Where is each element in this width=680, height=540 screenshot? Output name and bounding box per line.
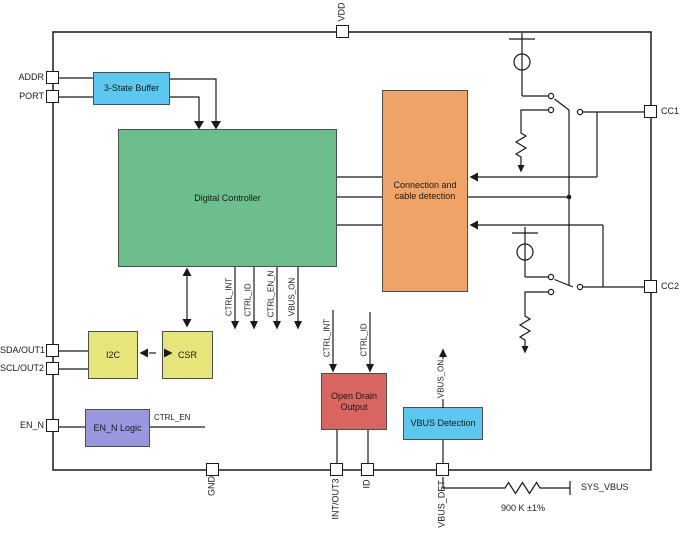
cc1-sense-wire [478, 112, 598, 178]
signal-label-vbus-on-det: VBUS_ON [436, 358, 446, 400]
pin-int-out3 [330, 463, 343, 476]
block-three-state-buffer: 3-State Buffer [93, 72, 170, 105]
arrow-csr-down [182, 319, 192, 328]
cc1-pulldown-resistor [514, 109, 549, 165]
block-connection-cable-detection: Connection and cable detection [382, 90, 468, 292]
pin-gnd [206, 463, 219, 476]
cc1-switch-contact-top [547, 92, 555, 100]
arrow-cc1-sense [469, 172, 478, 182]
arrow-into-controller-b [194, 121, 204, 130]
pin-label-vbus-det: VBUS_DET [436, 480, 447, 528]
pin-vbus-det [436, 463, 449, 476]
pin-label-en-n: EN_N [19, 420, 44, 430]
cc2-sense-wire [478, 224, 604, 287]
signal-label-ctrl-id: CTRL_ID [243, 283, 253, 317]
cc2-switch-lever [554, 278, 574, 288]
cc1-switch-contact-bottom [547, 106, 555, 114]
arrow-ctrl-en-n [273, 321, 281, 330]
signal-label-ctrl-en: CTRL_EN [154, 413, 191, 422]
pin-label-scl-out2: SCL/OUT2 [0, 363, 45, 373]
pin-label-cc1: CC1 [661, 106, 680, 116]
arrow-ctrl-id [250, 321, 258, 330]
pin-vdd [336, 25, 349, 38]
pin-label-addr: ADDR [18, 72, 44, 82]
pin-id [361, 463, 374, 476]
arrow-csr-up [182, 267, 192, 276]
pin-scl-out2 [46, 362, 59, 375]
cc1-current-source-wire [509, 33, 549, 97]
pin-sda-out1 [46, 344, 59, 357]
block-label: 3-State Buffer [103, 83, 160, 94]
block-en-n-logic: EN_N Logic [85, 409, 150, 447]
cc2-switch-contact-top [547, 273, 555, 281]
pin-label-vdd: VDD [336, 2, 347, 22]
block-label: Open Drain Output [330, 390, 378, 412]
switch-control-wire [468, 110, 570, 285]
arrow-to-csr [164, 348, 173, 358]
pin-label-cc2: CC2 [661, 281, 680, 291]
cc1-switch-lever [554, 98, 570, 111]
block-digital-controller: Digital Controller [118, 129, 337, 267]
pin-addr [46, 71, 59, 84]
arrow-cc2-sense [469, 220, 478, 230]
pin-label-port: PORT [19, 91, 44, 101]
chip-boundary [52, 31, 652, 471]
cc1-switch-pole [576, 108, 584, 116]
signal-label-ctrl-int-od: CTRL_INT [322, 318, 332, 358]
pin-cc1 [644, 105, 657, 118]
arrow-to-i2c [139, 348, 148, 358]
cc2-switch-pole [576, 283, 584, 291]
pin-port [46, 90, 59, 103]
pin-label-int-out3: INT/OUT3 [330, 478, 341, 520]
block-label: EN_N Logic [93, 422, 142, 433]
block-open-drain-output: Open Drain Output [321, 373, 387, 430]
pin-cc2 [644, 280, 657, 293]
arrow-cc1-resistor-gnd [517, 165, 525, 173]
block-label: Digital Controller [194, 192, 261, 203]
arrow-into-controller-a [211, 121, 221, 130]
sys-vbus-resistor-wire [442, 477, 571, 495]
block-csr: CSR [162, 331, 213, 379]
cc2-switch-contact-bottom [547, 288, 555, 296]
block-label: VBUS Detection [410, 418, 476, 429]
block-label: CSR [177, 349, 197, 360]
junction-dot [566, 194, 572, 200]
block-label: I2C [105, 349, 120, 360]
buffer-out-wire-b [170, 96, 200, 121]
arrow-open-drain-2 [366, 364, 374, 373]
resistor-value-label: 900 K ±1% [501, 503, 545, 513]
block-i2c: I2C [88, 331, 138, 379]
arrow-open-drain-1 [329, 364, 337, 373]
pin-label-sda-out1: SDA/OUT1 [0, 345, 46, 355]
sys-vbus-label: SYS_VBUS [581, 482, 629, 492]
cc2-current-source-wire [512, 227, 549, 278]
pin-en-n [46, 419, 59, 432]
signal-label-ctrl-id-od: CTRL_ID [359, 323, 369, 357]
signal-label-vbus-on: VBUS_ON [287, 277, 297, 317]
pin-label-gnd: GND [206, 476, 217, 496]
arrow-vbus-on [294, 321, 302, 330]
arrow-ctrl-int [231, 321, 239, 330]
pin-label-id: ID [361, 479, 372, 489]
arrow-vbus-on-up [439, 348, 447, 357]
signal-label-ctrl-en-n: CTRL_EN_N [266, 270, 276, 318]
arrow-cc2-resistor-gnd [521, 346, 529, 354]
block-label: Connection and cable detection [393, 180, 457, 201]
buffer-out-wire-a [170, 78, 217, 121]
cc2-pulldown-resistor [518, 291, 549, 346]
signal-label-ctrl-int: CTRL_INT [224, 277, 234, 317]
